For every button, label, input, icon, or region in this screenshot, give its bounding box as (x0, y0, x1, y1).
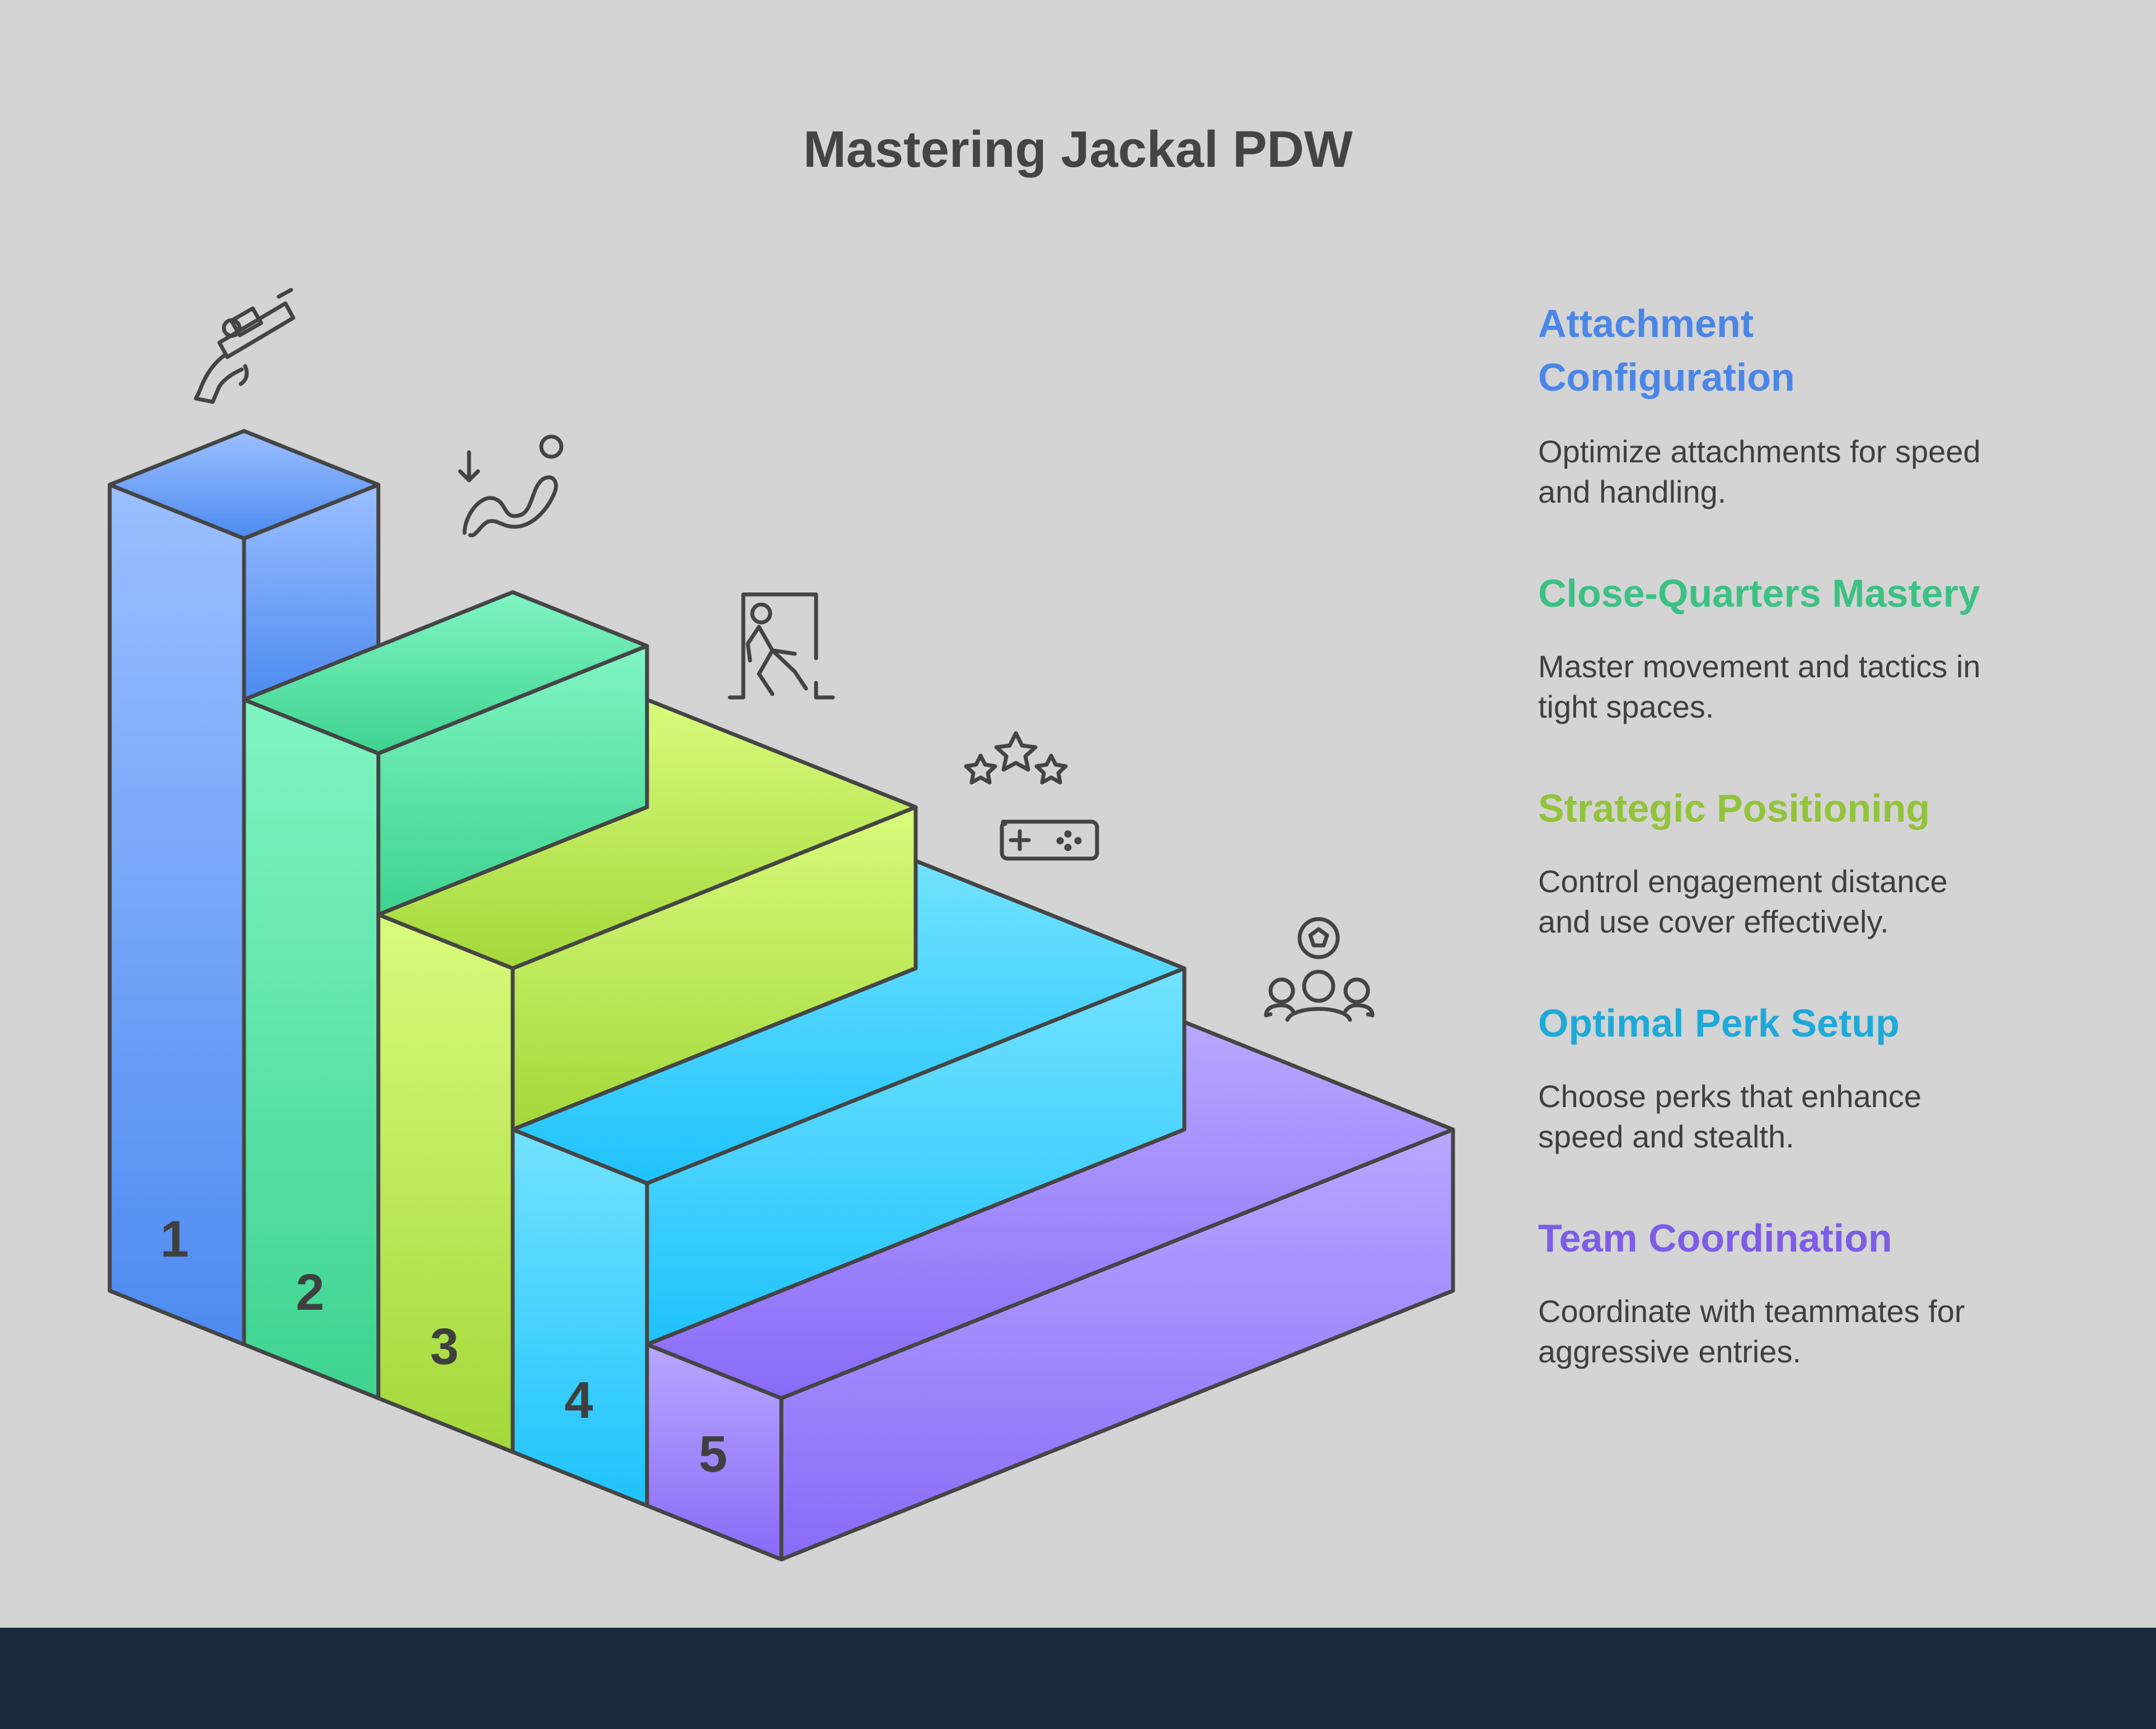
sliding-figure-icon (458, 434, 564, 537)
step-number-5: 5 (699, 1426, 727, 1483)
page-title: Mastering Jackal PDW (803, 121, 1353, 178)
legend-desc-1b: and handling. (1538, 474, 1726, 509)
legend-desc-3a: Control engagement distance (1538, 864, 1948, 899)
legend-desc-3b: and use cover effectively. (1538, 904, 1889, 939)
legend-heading-5: Team Coordination (1538, 1216, 1892, 1260)
footer-bar (0, 1628, 2156, 1726)
step-2-block (242, 590, 649, 1400)
legend-item-1: Attachment Configuration Optimize attach… (1538, 302, 1981, 509)
legend-desc-2b: tight spaces. (1538, 689, 1714, 724)
legend-item-3: Strategic Positioning Control engagement… (1538, 786, 1948, 939)
legend-desc-1a: Optimize attachments for speed (1538, 434, 1981, 469)
legend-item-5: Team Coordination Coordinate with teamma… (1538, 1216, 1965, 1369)
step-5-block (645, 1020, 1455, 1562)
legend-heading-3: Strategic Positioning (1538, 786, 1930, 830)
step-number-4: 4 (564, 1372, 593, 1429)
step-number-2: 2 (296, 1264, 324, 1321)
legend-heading-2: Close-Quarters Mastery (1538, 571, 1980, 615)
gamepad-stars-icon (964, 731, 1099, 861)
gun-attachment-icon (194, 288, 296, 404)
legend-heading-1a: Attachment (1538, 302, 1754, 345)
step-4-block (510, 859, 1187, 1508)
legend: Attachment Configuration Optimize attach… (1538, 302, 1981, 1369)
legend-item-4: Optimal Perk Setup Choose perks that enh… (1538, 1001, 1921, 1154)
legend-heading-4: Optimal Perk Setup (1538, 1001, 1900, 1045)
legend-item-2: Close-Quarters Mastery Master movement a… (1538, 571, 1981, 724)
running-exit-icon (728, 592, 835, 700)
step-number-3: 3 (430, 1318, 458, 1375)
legend-desc-4a: Choose perks that enhance (1538, 1079, 1921, 1114)
legend-desc-5a: Coordinate with teammates for (1538, 1294, 1965, 1329)
team-ball-icon (1264, 917, 1375, 1022)
legend-desc-4b: speed and stealth. (1538, 1119, 1794, 1154)
legend-heading-1b: Configuration (1538, 355, 1795, 399)
step-number-1: 1 (160, 1211, 189, 1268)
legend-desc-5b: aggressive entries. (1538, 1334, 1801, 1369)
legend-desc-2a: Master movement and tactics in (1538, 649, 1981, 684)
